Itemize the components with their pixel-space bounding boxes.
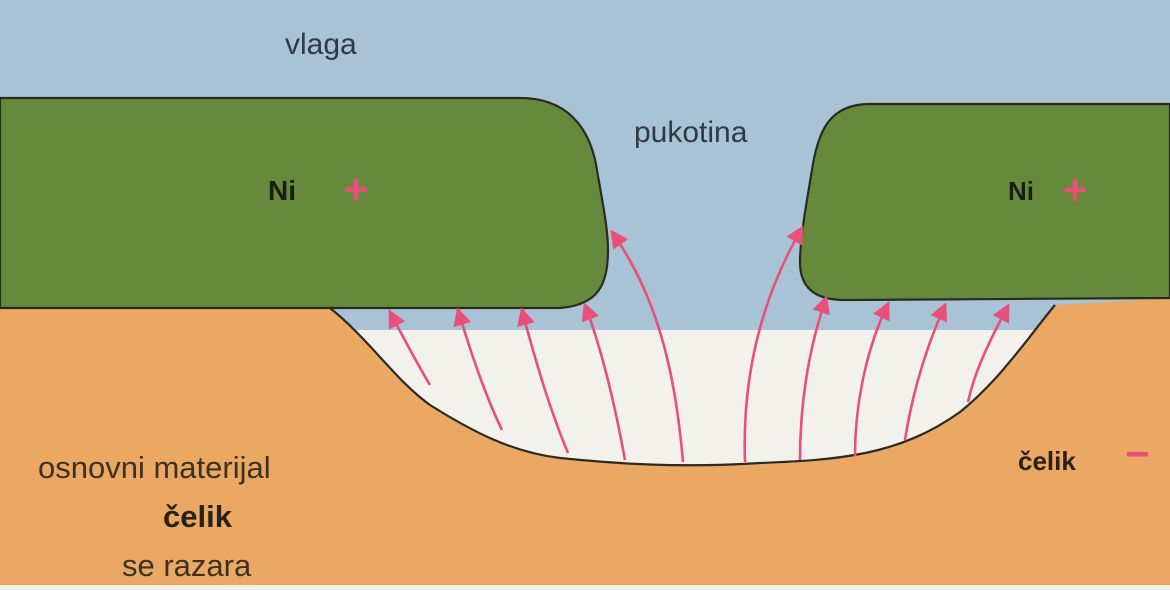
crack-label: pukotina [634, 116, 748, 149]
minus-sign: − [1125, 430, 1150, 477]
nickel-label-right: Ni [1008, 176, 1034, 206]
nickel-label-left: Ni [268, 175, 296, 206]
base-steel-label: čelik [163, 499, 233, 534]
steel-base [0, 298, 1170, 585]
nickel-coating-right [800, 104, 1170, 300]
nickel-coating-left [0, 98, 608, 308]
base-material-label: osnovni materijal [38, 450, 271, 485]
plus-sign-left: + [343, 165, 369, 214]
steel-label: čelik [1018, 446, 1076, 476]
moisture-label: vlaga [285, 28, 357, 61]
base-destroyed-label: se razara [122, 548, 252, 583]
plus-sign-right: + [1063, 166, 1088, 213]
arrow-3 [522, 310, 568, 453]
